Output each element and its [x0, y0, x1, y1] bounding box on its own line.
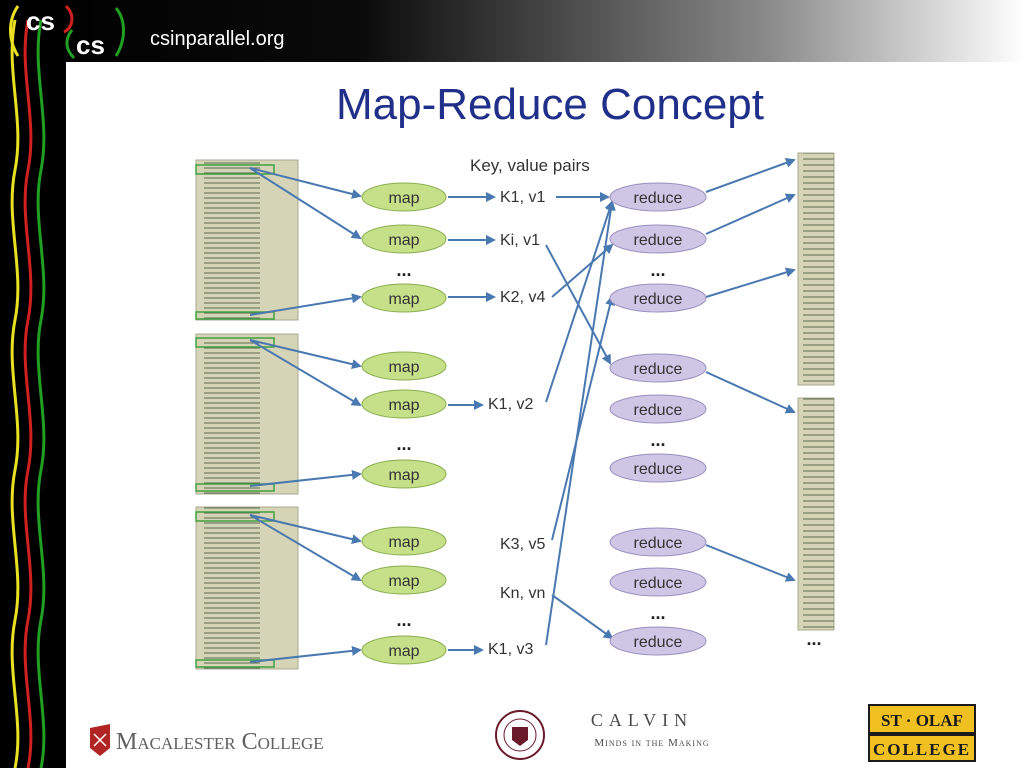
- reduce-node: reduce: [609, 453, 707, 483]
- reduce-nodes: reduce reduce ... reduce reduce reduce .…: [609, 182, 707, 656]
- map-node: map: [361, 351, 447, 381]
- map-node: map: [361, 565, 447, 595]
- kv-pair: Kn, vn: [500, 585, 545, 602]
- map-label: map: [388, 643, 419, 660]
- map-label: map: [388, 291, 419, 308]
- reduce-label: reduce: [634, 190, 683, 207]
- kv-pairs: K1, v1 Ki, v1 K2, v4 K1, v2 K3, v5 Kn, v…: [488, 189, 545, 658]
- reduce-label: reduce: [634, 535, 683, 552]
- reduce-ellipsis: ...: [650, 260, 665, 280]
- map-nodes: map map ... map map map ... map map: [361, 182, 447, 665]
- cs-logo: cs cs: [9, 4, 125, 60]
- map-ellipsis: ...: [396, 434, 411, 454]
- map-node: map: [361, 182, 447, 212]
- reduce-label: reduce: [634, 291, 683, 308]
- kv-pair: K3, v5: [500, 536, 545, 553]
- calvin-tagline: Minds in the Making: [594, 737, 709, 749]
- reduce-ellipsis: ...: [650, 430, 665, 450]
- map-ellipsis: ...: [396, 610, 411, 630]
- reduce-node: reduce: [609, 626, 707, 656]
- reduce-label: reduce: [634, 575, 683, 592]
- map-ellipsis: ...: [396, 260, 411, 280]
- map-label: map: [388, 359, 419, 376]
- slide-title: Map-Reduce Concept: [335, 80, 764, 129]
- reduce-label: reduce: [634, 402, 683, 419]
- reduce-node: reduce: [609, 527, 707, 557]
- wavy-lines-decoration: [10, 19, 46, 769]
- map-node: map: [361, 224, 447, 254]
- kv-pair: K1, v3: [488, 641, 533, 658]
- stolaf-logo: ST · OLAF COLLEGE: [868, 704, 976, 762]
- reduce-label: reduce: [634, 232, 683, 249]
- reduce-node: reduce: [609, 353, 707, 383]
- map-label: map: [388, 190, 419, 207]
- input-document-2: [195, 333, 299, 495]
- map-label: map: [388, 573, 419, 590]
- input-arrows: [249, 167, 362, 663]
- kv-header-label: Key, value pairs: [470, 156, 590, 175]
- header-bar: [0, 0, 1024, 62]
- reduce-node: reduce: [609, 182, 707, 212]
- map-node: map: [361, 283, 447, 313]
- shuffle-arrows: [545, 192, 616, 646]
- output-ellipsis: ...: [806, 629, 821, 649]
- left-decorative-bar: [0, 0, 66, 769]
- map-node: map: [361, 526, 447, 556]
- kv-pair: K2, v4: [500, 289, 545, 306]
- logo-cs-top: cs: [26, 6, 55, 36]
- output-document-2: [797, 397, 835, 631]
- reduce-node: reduce: [609, 283, 707, 313]
- site-url: csinparallel.org: [150, 28, 285, 50]
- map-node: map: [361, 635, 447, 665]
- map-label: map: [388, 534, 419, 551]
- map-label: map: [388, 397, 419, 414]
- map-output-arrows: [448, 192, 496, 655]
- map-label: map: [388, 232, 419, 249]
- map-node: map: [361, 389, 447, 419]
- calvin-logo: CALVIN Minds in the Making: [495, 710, 709, 760]
- macalester-name: Macalester College: [116, 729, 324, 755]
- macalester-logo: Macalester College: [90, 724, 324, 756]
- logo-cs-bottom: cs: [76, 30, 105, 60]
- reduce-label: reduce: [634, 461, 683, 478]
- reduce-label: reduce: [634, 634, 683, 651]
- reduce-node: reduce: [609, 224, 707, 254]
- calvin-name: CALVIN: [591, 710, 693, 730]
- reduce-label: reduce: [634, 361, 683, 378]
- map-node: map: [361, 459, 447, 489]
- reduce-node: reduce: [609, 394, 707, 424]
- kv-pair: K1, v2: [488, 396, 533, 413]
- output-document-1: [797, 152, 835, 386]
- kv-pair: Ki, v1: [500, 232, 540, 249]
- stolaf-bottom-text: COLLEGE: [873, 740, 971, 759]
- reduce-output-arrows: [705, 158, 796, 582]
- kv-pair: K1, v1: [500, 189, 545, 206]
- reduce-ellipsis: ...: [650, 603, 665, 623]
- stolaf-top-text: ST · OLAF: [881, 711, 963, 730]
- reduce-node: reduce: [609, 567, 707, 597]
- map-label: map: [388, 467, 419, 484]
